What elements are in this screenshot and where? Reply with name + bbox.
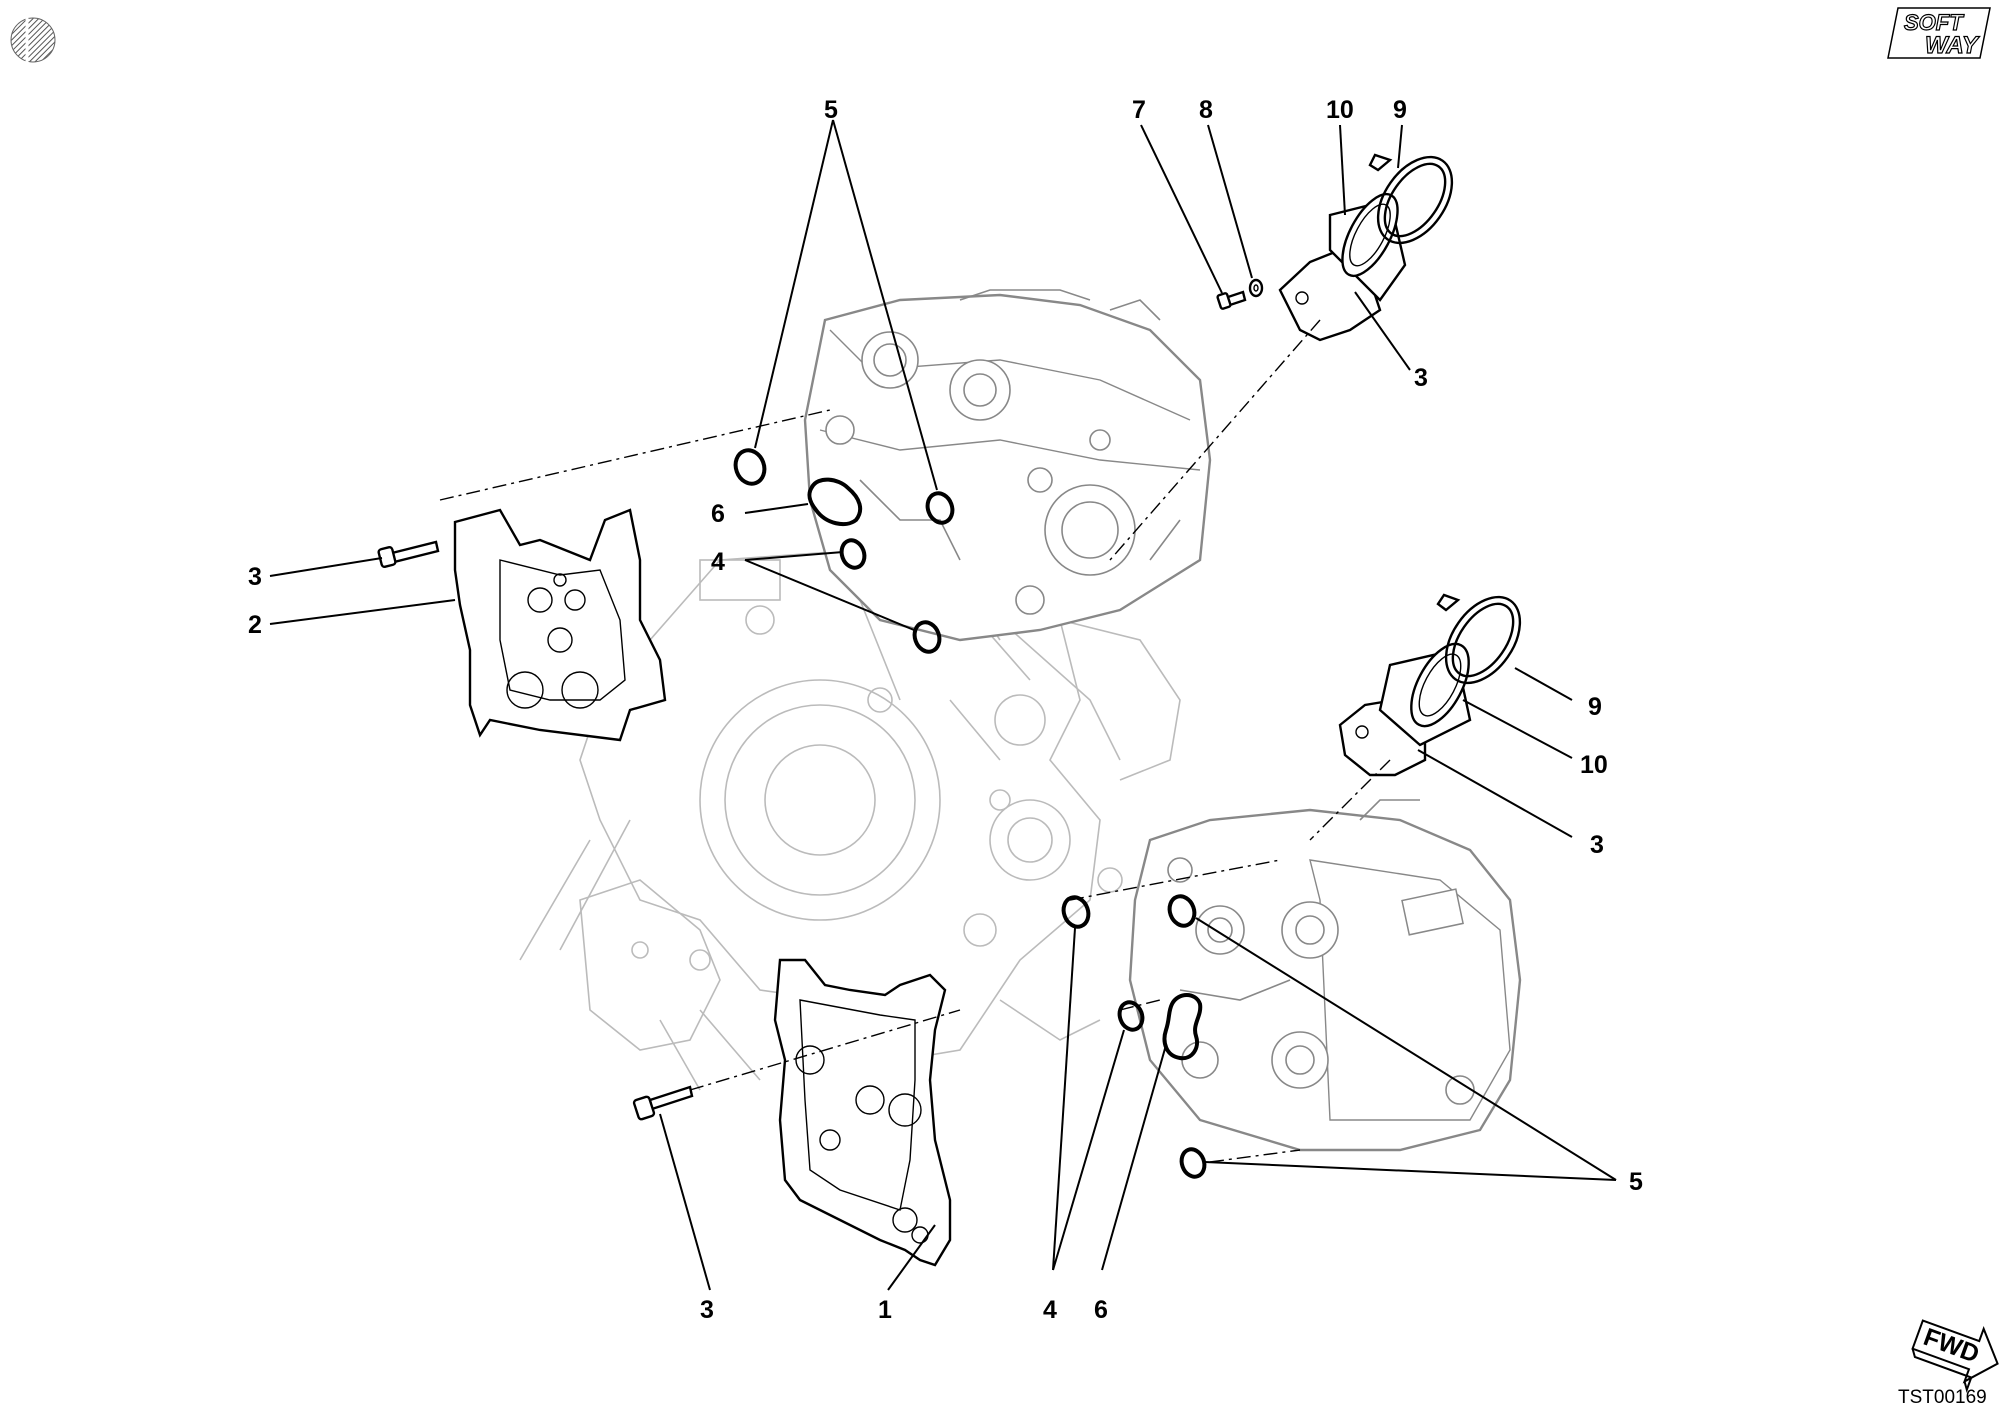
o-ring-5-top-left xyxy=(733,448,767,486)
o-ring-4-bottom-a xyxy=(1061,895,1091,929)
leader-lines xyxy=(269,119,1617,1291)
callout-2: 2 xyxy=(248,611,262,639)
callout-8: 8 xyxy=(1199,96,1213,124)
intake-manifold-mid xyxy=(1338,642,1472,777)
belt-cover-front xyxy=(773,958,952,1267)
page-corner-marker-icon xyxy=(10,17,56,63)
callout-3-top-right: 3 xyxy=(1414,364,1428,392)
softway-logo: SOFT WAY xyxy=(1887,7,1991,60)
vertical-cylinder-head xyxy=(803,289,1212,642)
bolt-left xyxy=(377,540,440,568)
alignment-lines xyxy=(439,319,1391,1163)
logo-line1: SOFT xyxy=(1904,10,1964,35)
bolt-bottom xyxy=(632,1085,694,1121)
hose-clamp-mid xyxy=(1436,593,1522,685)
callout-6-left: 6 xyxy=(711,500,725,528)
callout-10-mid: 10 xyxy=(1580,751,1608,779)
callout-9-mid: 9 xyxy=(1588,693,1602,721)
o-ring-4-top-b xyxy=(912,620,942,654)
callout-6-bottom: 6 xyxy=(1094,1296,1108,1324)
callout-10-top: 10 xyxy=(1326,96,1354,124)
forward-direction-arrow-icon: FWD xyxy=(1911,1319,1999,1394)
o-ring-4-top-a xyxy=(839,538,867,570)
o-ring-5-bottom-b xyxy=(1179,1147,1207,1179)
o-ring-4-bottom-b xyxy=(1117,1000,1145,1032)
washer-8 xyxy=(1248,278,1264,298)
callout-3-bottom: 3 xyxy=(700,1296,714,1324)
gasket-6-bottom xyxy=(1162,993,1203,1061)
logo-line2: WAY xyxy=(1925,32,1980,59)
callout-7: 7 xyxy=(1132,96,1146,124)
drawing-code: TST00169 xyxy=(1898,1387,1987,1408)
callout-4-left: 4 xyxy=(711,548,725,576)
horizontal-cylinder-head xyxy=(1128,799,1522,1152)
gasket-6-top xyxy=(807,477,863,527)
callout-9-top: 9 xyxy=(1393,96,1407,124)
callout-3-mid-right: 3 xyxy=(1590,831,1604,859)
o-ring-5-bottom-a xyxy=(1167,894,1197,928)
callout-3-left: 3 xyxy=(248,563,262,591)
belt-cover-rear xyxy=(453,508,667,742)
callout-labels: 5 7 8 10 9 3 6 4 3 2 9 10 3 5 3 1 4 6 xyxy=(248,96,1643,1324)
o-ring-5-top-center xyxy=(925,491,955,525)
callout-5-top: 5 xyxy=(824,96,838,124)
callout-1: 1 xyxy=(878,1296,892,1324)
hose-clamp-top xyxy=(1368,153,1454,245)
callout-4-bottom: 4 xyxy=(1043,1296,1057,1324)
bolt-7 xyxy=(1216,290,1247,310)
callout-5-bottom: 5 xyxy=(1629,1168,1643,1196)
